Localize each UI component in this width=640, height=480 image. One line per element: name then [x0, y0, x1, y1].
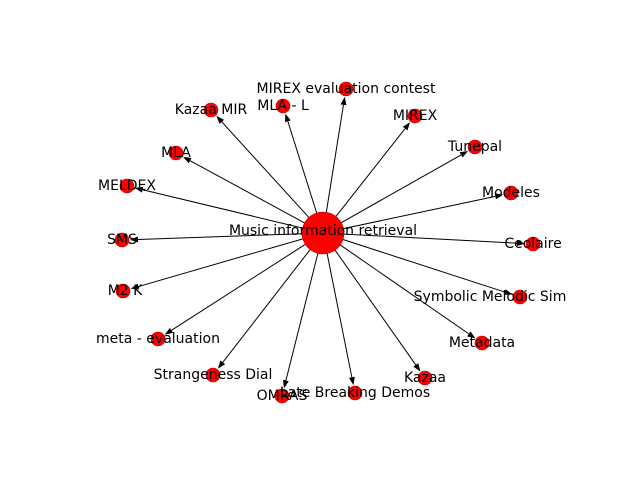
edge-mirex	[335, 128, 406, 217]
arrowhead-tunepal	[459, 150, 469, 158]
arrowhead-kazaa_mir	[216, 115, 224, 124]
edge-melodex	[142, 189, 303, 229]
edge-tunepal	[341, 154, 462, 224]
edge-ceolaire	[343, 233, 518, 244]
node-late_breaking[interactable]	[347, 385, 363, 401]
node-sms[interactable]	[114, 232, 130, 248]
arrowhead-ceolaire	[516, 240, 526, 247]
edge-mirex_contest	[325, 104, 344, 213]
node-label-mla: MLA	[161, 145, 191, 161]
arrowhead-omras	[282, 379, 289, 389]
node-label-tunepal: Tunepal	[447, 139, 502, 155]
node-tunepal[interactable]	[467, 139, 483, 155]
nodes-layer	[114, 81, 541, 404]
edge-omras	[285, 253, 319, 381]
arrowhead-kazaa	[413, 363, 421, 372]
edge-mla	[189, 160, 305, 224]
edge-symbolic	[342, 239, 505, 293]
node-mirex[interactable]	[407, 108, 423, 124]
edge-strangeness	[222, 249, 311, 363]
node-metadata[interactable]	[474, 335, 490, 351]
node-label-metadata: Metadata	[449, 335, 515, 351]
arrowhead-strangeness	[217, 360, 226, 369]
arrowhead-mirex	[402, 122, 411, 131]
arrowhead-metadata	[467, 331, 476, 339]
node-mirex_contest[interactable]	[338, 81, 354, 97]
node-center[interactable]	[301, 211, 345, 255]
node-label-kazaa: Kazaa	[404, 370, 446, 386]
node-mla_l[interactable]	[275, 98, 291, 114]
edge-late_breaking	[326, 253, 353, 378]
arrowhead-mla	[183, 156, 192, 164]
node-symbolic[interactable]	[512, 289, 528, 305]
arrowhead-sms	[129, 236, 139, 243]
node-label-center: Music information retrieval	[229, 223, 417, 239]
node-mla[interactable]	[168, 145, 184, 161]
edge-kazaa_mir	[221, 121, 310, 218]
node-label-omras: OMRAS	[257, 388, 308, 404]
node-label-late_breaking: Late Breaking Demos	[280, 385, 430, 401]
node-strangeness[interactable]	[205, 367, 221, 383]
node-label-mla_l: MLA - L	[257, 98, 309, 114]
node-modeles[interactable]	[503, 185, 519, 201]
node-label-modeles: Modeles	[482, 185, 540, 201]
node-label-ceolaire: Ceolaire	[504, 236, 561, 252]
node-label-mirex_contest: MIREX evaluation contest	[257, 81, 436, 97]
edge-metadata	[339, 244, 470, 335]
node-kazaa[interactable]	[417, 370, 433, 386]
arrowhead-modeles	[494, 193, 504, 200]
edge-m2k	[138, 238, 303, 288]
node-label-meta_eval: meta - evaluation	[96, 331, 220, 347]
node-label-melodex: MELDEX	[98, 178, 156, 194]
node-ceolaire[interactable]	[525, 236, 541, 252]
node-label-strangeness: Strangeness Dial	[154, 367, 273, 383]
node-label-symbolic: Symbolic Melodic Sim	[414, 289, 567, 305]
edge-mla_l	[287, 121, 318, 214]
node-kazaa_mir[interactable]	[203, 102, 219, 118]
arrowhead-symbolic	[503, 289, 513, 295]
node-label-m2k: M2 K	[108, 283, 143, 299]
edge-sms	[137, 233, 303, 240]
node-label-kazaa_mir: Kazaa MIR	[175, 102, 248, 118]
edges-layer	[129, 96, 526, 389]
node-m2k[interactable]	[115, 283, 131, 299]
node-meta_eval[interactable]	[150, 331, 166, 347]
arrowhead-melodex	[134, 186, 144, 193]
node-label-mirex: MIREX	[393, 108, 438, 124]
arrowhead-late_breaking	[348, 376, 355, 386]
edge-meta_eval	[171, 243, 306, 331]
arrowhead-mla_l	[284, 113, 291, 123]
edge-kazaa	[334, 249, 417, 366]
arrowhead-m2k	[130, 283, 140, 290]
arrowhead-meta_eval	[164, 327, 174, 335]
edge-modeles	[343, 195, 496, 230]
node-omras[interactable]	[274, 388, 290, 404]
node-melodex[interactable]	[119, 178, 135, 194]
arrowhead-mirex_contest	[340, 96, 347, 106]
node-label-sms: SMS	[107, 232, 137, 248]
